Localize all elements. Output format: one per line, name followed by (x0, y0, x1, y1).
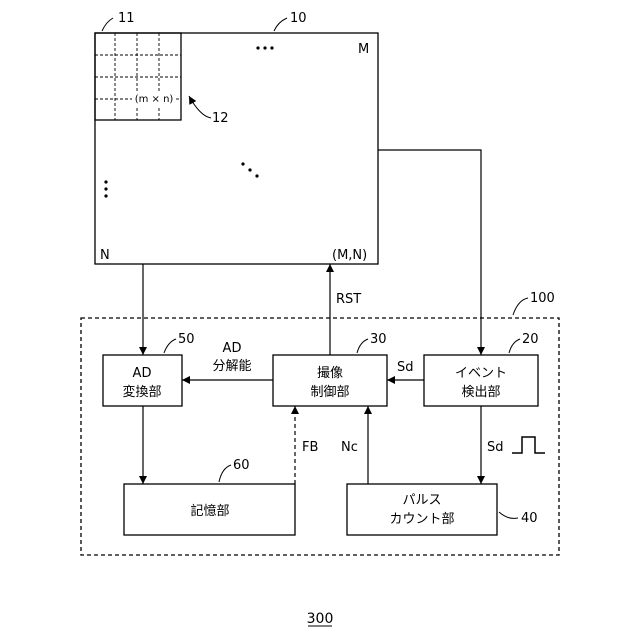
imaging-control-ref: 30 (370, 332, 387, 347)
pixel-pointer-leader (189, 96, 211, 118)
ellipsis-vertical (104, 180, 107, 197)
sensor-ref-leader (274, 18, 287, 31)
sensor-array-box (95, 33, 378, 264)
ad-converter-line2: 変換部 (122, 384, 161, 400)
pulse-counter-block (347, 484, 497, 535)
signal-rst: RST (336, 292, 361, 307)
signal-sd-horizontal: Sd (397, 360, 414, 375)
signal-nc: Nc (341, 440, 358, 455)
pixel-grid (95, 33, 181, 120)
arrow-sensor-to-event (378, 150, 481, 355)
signal-ad-resolution-line1: AD (223, 341, 242, 356)
sensor-corner-n: N (100, 248, 110, 263)
signal-ad-resolution-line2: 分解能 (212, 359, 251, 374)
memory-line1: 記憶部 (190, 503, 229, 519)
ad-converter-ref-leader (164, 339, 176, 353)
sensor-array-ref: 10 (290, 11, 307, 26)
imaging-control-line1: 撮像 (317, 365, 343, 381)
sensor-corner-mn: (M,N) (332, 248, 367, 263)
imaging-control-ref-leader (357, 339, 368, 353)
event-detector-ref-leader (509, 339, 520, 353)
event-detector-ref: 20 (522, 332, 539, 347)
pulse-counter-ref-leader (499, 512, 518, 518)
ad-converter-ref: 50 (178, 332, 195, 347)
processor-box (81, 318, 559, 555)
ellipsis-diagonal (241, 162, 258, 177)
event-detector-line2: 検出部 (461, 385, 500, 400)
processor-ref: 100 (530, 291, 555, 306)
figure-number: 300 (307, 611, 334, 627)
pixel-block-box (95, 33, 181, 120)
pixel-pointer-ref: 12 (212, 111, 229, 126)
imaging-control-line2: 制御部 (310, 385, 349, 400)
pixel-block-ref-leader (102, 18, 113, 31)
signal-fb: FB (302, 440, 318, 455)
memory-ref: 60 (233, 458, 250, 473)
pulse-waveform-icon (512, 437, 545, 453)
pixel-block-ref: 11 (118, 11, 135, 26)
processor-ref-leader (513, 298, 528, 315)
sensor-corner-m: M (358, 42, 369, 57)
ad-converter-line1: AD (133, 366, 152, 381)
ellipsis-horizontal (256, 46, 273, 49)
memory-ref-leader (219, 465, 231, 482)
pulse-counter-line1: パルス (402, 493, 441, 508)
event-detector-line1: イベント (455, 366, 507, 381)
signal-sd-vertical: Sd (487, 440, 504, 455)
pulse-counter-line2: カウント部 (389, 512, 454, 527)
pixel-block-label: (m × n) (135, 94, 174, 105)
pulse-counter-ref: 40 (521, 511, 538, 526)
